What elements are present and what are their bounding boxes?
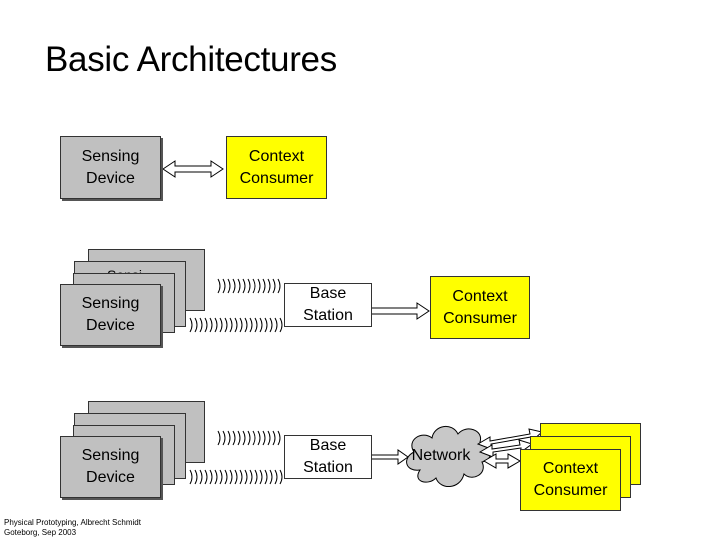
footer-credit: Physical Prototyping, Albrecht Schmidt G… xyxy=(4,518,141,537)
sensing-device-row3: Sensing Device xyxy=(60,436,161,498)
sensing-device-stack-mid-label: Sensi xyxy=(107,267,143,276)
wave-row3-upper xyxy=(217,430,281,446)
network-label: Network xyxy=(411,447,471,464)
sensing-device-row1: Sensing Device xyxy=(60,136,161,199)
context-consumer-row3: Context Consumer xyxy=(520,449,621,511)
double-arrows-row3-network-consumers xyxy=(476,428,544,469)
wave-row2-upper xyxy=(217,278,281,294)
sensing-device-row2: Sensing Device xyxy=(60,284,161,346)
wave-row2-lower xyxy=(189,317,283,333)
context-consumer-row2: Context Consumer xyxy=(430,276,530,339)
base-station-row2: Base Station xyxy=(284,283,372,327)
context-consumer-row1: Context Consumer xyxy=(226,136,327,199)
slide-title: Basic Architectures xyxy=(45,40,337,79)
double-arrow-row1 xyxy=(162,160,224,178)
base-station-row3: Base Station xyxy=(284,435,372,479)
wave-row3-lower xyxy=(189,469,283,485)
network-cloud-icon xyxy=(406,426,492,487)
